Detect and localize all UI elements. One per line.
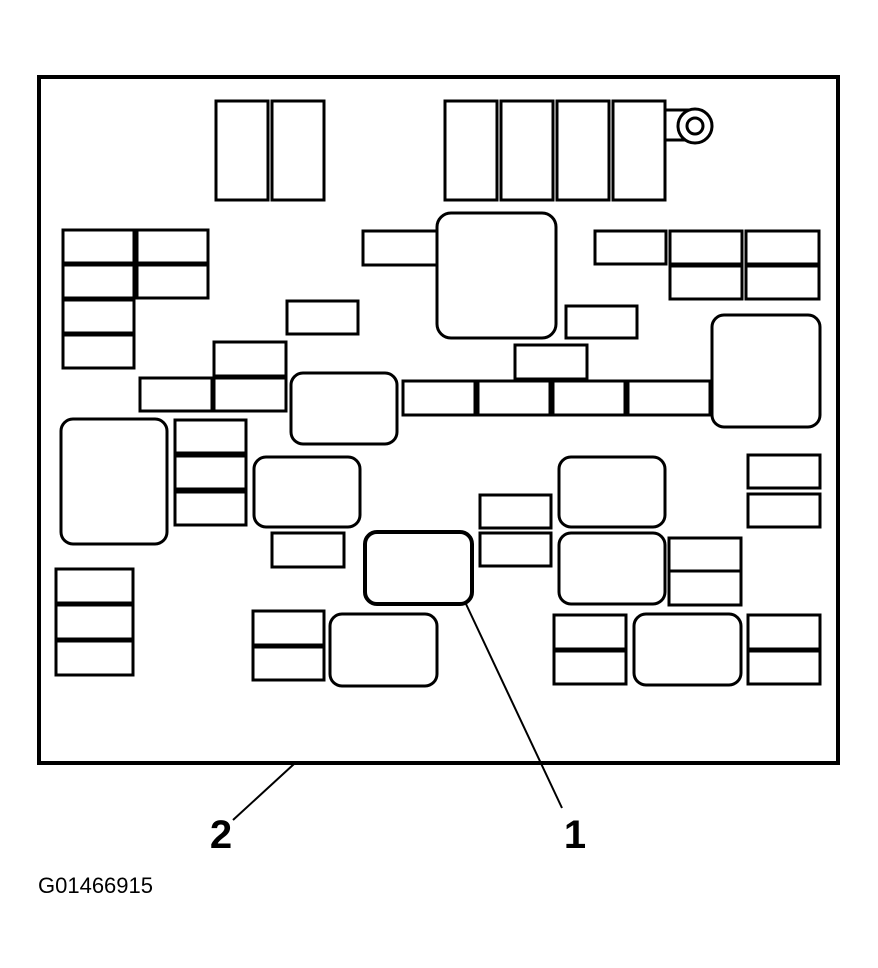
mini-fuse [552,613,628,651]
maxi-fuse [443,99,499,202]
mini-fuse [135,228,210,265]
mini-fuse [626,379,712,417]
relay [710,313,822,429]
mini-fuse [744,229,821,266]
mini-fuse [61,228,136,265]
maxi-fuse-group-left [214,99,326,202]
mini-fuse [212,340,288,378]
mini-fuse [746,613,822,651]
mini-fuse [668,229,744,266]
maxi-fuse [270,99,326,202]
mini-fuse [552,649,628,686]
mini-fuse [401,379,477,417]
mini-fuse [667,569,743,607]
figure-id: G01466915 [38,873,153,898]
relay [632,612,743,687]
maxi-fuse [611,99,667,202]
mini-fuse [173,418,248,455]
mini-fuse [478,531,553,568]
mini-fuse [361,229,439,267]
leader-line-2 [232,763,295,821]
mini-fuse [270,531,346,569]
relay [557,531,667,606]
mini-fuse [54,603,135,641]
mini-fuse [135,263,210,300]
mini-fuse [478,493,553,530]
relay [557,455,667,529]
mini-fuse [173,490,248,527]
relay [59,417,169,546]
mini-fuse [513,343,589,381]
relay [289,371,399,446]
mini-fuse [61,333,136,370]
callout-label-2: 2 [210,813,232,857]
relay-callout-1 [363,530,474,606]
mini-fuse [138,376,214,413]
maxi-fuse-group-right [443,99,667,202]
mini-fuse [173,454,248,491]
mini-fuse [746,649,822,686]
mini-fuse [746,453,822,490]
mini-fuse [668,264,744,301]
maxi-fuse [499,99,555,202]
relay [328,612,439,688]
mini-fuse [476,379,552,417]
mini-fuse [212,376,288,413]
maxi-fuse [214,99,270,202]
callout-label-1: 1 [564,813,586,857]
mini-fuse [54,567,135,605]
mini-fuse [667,536,743,574]
mini-fuse-cluster-left-middle [173,418,248,527]
mini-fuse-cluster-left-lower [54,567,135,677]
maxi-fuse [555,99,611,202]
mini-fuse [54,639,135,677]
mini-fuse [251,609,326,647]
mini-fuse [564,304,639,340]
mini-fuse [551,379,627,417]
mini-fuse-cluster-right-upper [593,229,821,301]
mini-fuse [61,263,136,300]
relay [435,211,558,340]
mini-fuse [744,264,821,301]
mini-fuse [746,492,822,529]
leader-line-1 [465,603,563,809]
mini-fuse [285,299,360,336]
relay [252,455,362,529]
mini-fuse [593,229,668,266]
mini-fuse-cluster-left-upper [61,228,210,370]
mini-fuse [251,645,326,682]
stud-terminal-icon [665,107,714,145]
mini-fuse [61,298,136,335]
